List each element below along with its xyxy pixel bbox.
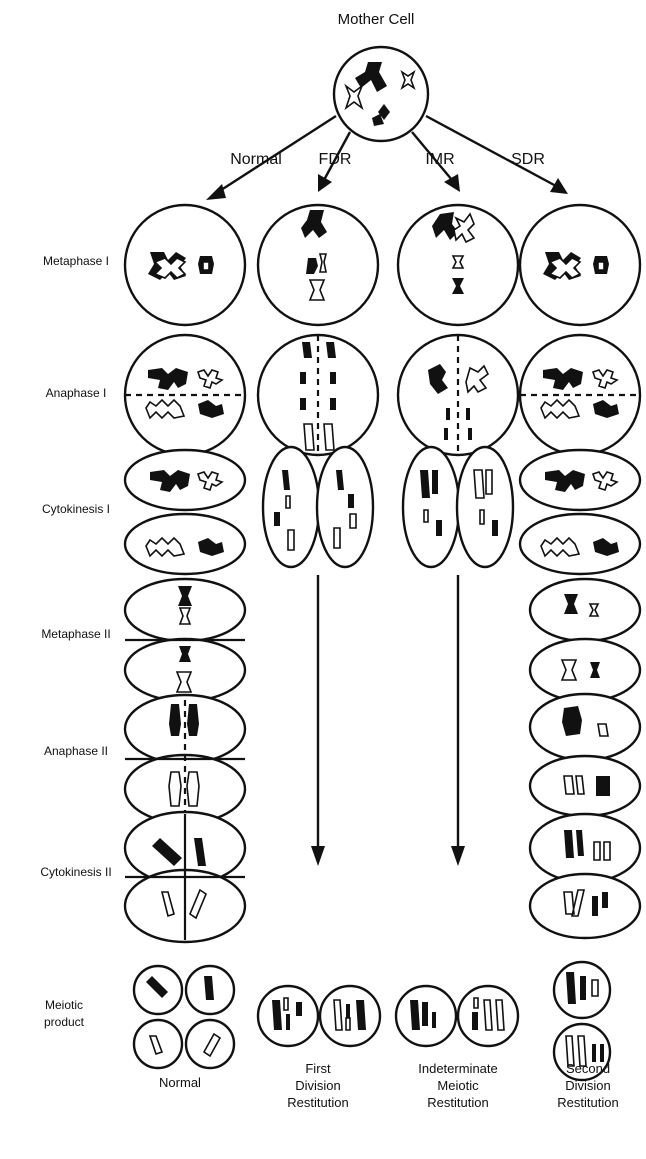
- stage-label-cytokinesis-2: Cytokinesis II: [40, 865, 111, 879]
- outcome-imr-line3: Restitution: [427, 1095, 488, 1110]
- imr-anaphase-1-cell: [398, 335, 518, 455]
- stage-label-metaphase-2: Metaphase II: [41, 627, 110, 641]
- imr-metaphase-1-cell: [398, 205, 518, 325]
- stage-label-meiotic-product-line2: product: [44, 1015, 85, 1029]
- branch-label-sdr: SDR: [511, 151, 545, 168]
- sdr-metaphase-1-cell: [520, 205, 640, 325]
- fdr-anaphase-1-cell: [258, 335, 378, 455]
- sdr-cytokinesis-1-cell: [520, 450, 640, 574]
- outcome-normal: Normal: [159, 1075, 201, 1090]
- outcome-imr-line1: Indeterminate: [418, 1061, 498, 1076]
- mother-cell: [334, 47, 428, 141]
- fdr-cytokinesis-1-cell: [263, 447, 373, 567]
- imr-cytokinesis-1-cell: [403, 447, 513, 567]
- fdr-metaphase-1-cell: [258, 205, 378, 325]
- normal-cytokinesis-2-cell: [125, 812, 245, 942]
- outcome-fdr-line1: First: [305, 1061, 331, 1076]
- outcome-sdr-line3: Restitution: [557, 1095, 618, 1110]
- branch-label-normal: Normal: [230, 151, 282, 168]
- stage-label-anaphase-1: Anaphase I: [46, 386, 107, 400]
- outcome-imr-line2: Meiotic: [437, 1078, 479, 1093]
- normal-metaphase-2-cell: [125, 579, 245, 701]
- fdr-arrow: [311, 575, 325, 866]
- stage-label-cytokinesis-1: Cytokinesis I: [42, 502, 110, 516]
- imr-meiotic-products: [396, 986, 518, 1046]
- normal-cytokinesis-1-cell: [125, 450, 245, 574]
- normal-anaphase-2-cell: [125, 695, 245, 823]
- stage-label-meiotic-product-line1: Meiotic: [45, 998, 83, 1012]
- fdr-meiotic-products: [258, 986, 380, 1046]
- outcome-sdr-line2: Division: [565, 1078, 611, 1093]
- stage-label-metaphase-1: Metaphase I: [43, 254, 109, 268]
- branch-label-imr: IMR: [425, 151, 454, 168]
- branch-label-fdr: FDR: [319, 151, 352, 168]
- mother-cell-title: Mother Cell: [338, 11, 415, 28]
- outcome-fdr-line2: Division: [295, 1078, 341, 1093]
- sdr-cytokinesis-2-cell: [530, 814, 640, 938]
- normal-meiotic-products: [134, 966, 234, 1068]
- normal-metaphase-1-cell: [125, 205, 245, 325]
- sdr-anaphase-1-cell: [520, 335, 640, 455]
- imr-arrow: [451, 575, 465, 866]
- sdr-metaphase-2-cell: [530, 579, 640, 701]
- stage-label-anaphase-2: Anaphase II: [44, 744, 108, 758]
- outcome-sdr-line1: Second: [566, 1061, 610, 1076]
- outcome-fdr-line3: Restitution: [287, 1095, 348, 1110]
- normal-anaphase-1-cell: [125, 335, 245, 455]
- sdr-anaphase-2-cell: [530, 694, 640, 816]
